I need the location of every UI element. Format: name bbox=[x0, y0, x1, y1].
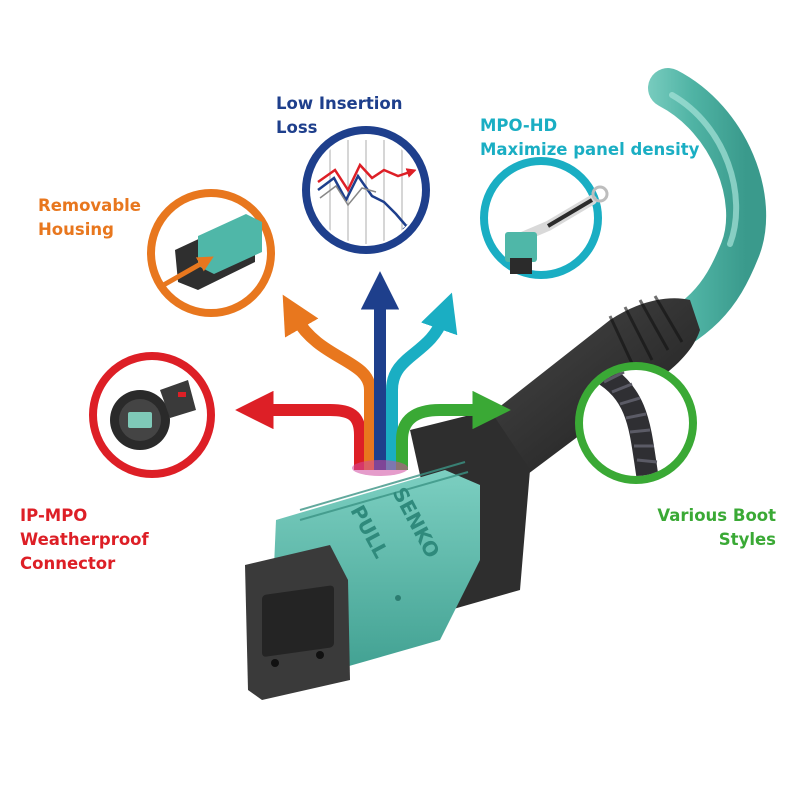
arrow-removable bbox=[282, 294, 376, 470]
cable-highlight bbox=[669, 92, 740, 247]
label-various-boot: Various Boot Styles bbox=[657, 504, 776, 552]
boot-ridges bbox=[608, 295, 684, 373]
ferrule-pin-right bbox=[316, 651, 324, 659]
label-mpo-hd: MPO-HD Maximize panel density bbox=[480, 114, 699, 162]
connector-housing-icon bbox=[158, 214, 262, 290]
weatherproof-connector-icon bbox=[110, 380, 196, 450]
label-line: IP-MPO bbox=[20, 506, 88, 525]
label-line: Various Boot bbox=[657, 506, 776, 525]
ferrule-face bbox=[262, 585, 334, 657]
line-graph-icon bbox=[317, 140, 417, 244]
arrow-boot bbox=[396, 390, 511, 470]
label-line: Connector bbox=[20, 554, 116, 573]
mpohd-circle bbox=[480, 157, 602, 279]
label-line: Weatherproof bbox=[20, 530, 149, 549]
arrow-ipmpo bbox=[235, 390, 366, 470]
label-line: Loss bbox=[276, 118, 318, 137]
label-low-insertion-loss: Low Insertion Loss bbox=[276, 92, 403, 140]
housing-dot bbox=[395, 595, 401, 601]
coiled-boot-icon bbox=[594, 370, 659, 476]
arrow-mpohd bbox=[386, 292, 458, 470]
label-line: Styles bbox=[718, 530, 776, 549]
ferrule-pin-left bbox=[271, 659, 279, 667]
pull-tab-connector-icon bbox=[505, 185, 609, 274]
label-line: Housing bbox=[38, 220, 114, 239]
label-ip-mpo: IP-MPO Weatherproof Connector bbox=[20, 504, 149, 576]
label-line: Removable bbox=[38, 196, 141, 215]
housing-grooves bbox=[299, 461, 469, 521]
label-removable-housing: Removable Housing bbox=[38, 194, 141, 242]
label-line: Maximize panel density bbox=[480, 140, 700, 159]
label-line: MPO-HD bbox=[480, 116, 558, 135]
arrow-origin-glow bbox=[352, 460, 408, 476]
label-line: Low Insertion bbox=[276, 94, 403, 113]
